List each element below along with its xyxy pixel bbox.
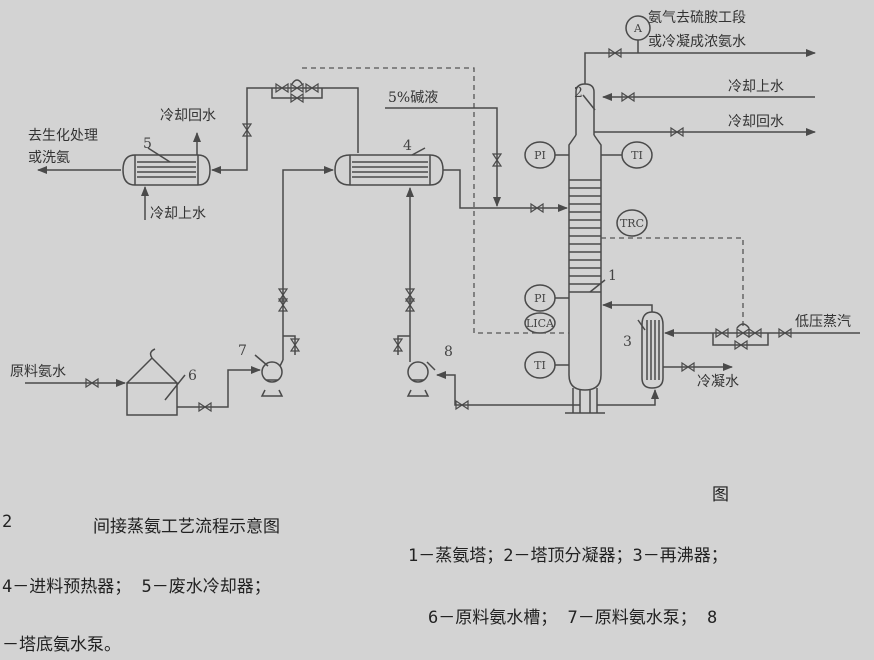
bio-label-1: 去生化处理 <box>28 128 98 144</box>
equipment-number-8: 8 <box>444 344 453 360</box>
equipment-number-6: 6 <box>188 368 197 384</box>
equipment-number-7: 7 <box>238 343 247 359</box>
equipment-number-4: 4 <box>403 138 412 154</box>
legend-line-1: 1－蒸氨塔；2－塔顶分凝器；3－再沸器； <box>408 546 728 566</box>
cooling-return-left-label: 冷却回水 <box>160 108 216 124</box>
figure-number: 2 <box>2 512 13 532</box>
alkali-label: 5%碱液 <box>388 90 438 106</box>
legend-line-3: 6－原料氨水槽； 7－原料氨水泵； 8 <box>428 608 718 628</box>
steam-label: 低压蒸汽 <box>795 314 851 330</box>
lica: LICA <box>526 317 555 330</box>
process-flow-diagram: 氨气去硫胺工段 或冷凝成浓氨水 冷却上水 冷却回水 5%碱液 冷却回水 去生化处… <box>10 10 860 416</box>
stripping-column <box>565 83 605 414</box>
condensate-label: 冷凝水 <box>697 374 739 390</box>
equipment-number-2: 2 <box>574 85 583 101</box>
raw-ammonia-tank-6 <box>126 348 178 416</box>
figure-title: 间接蒸氨工艺流程示意图 <box>93 517 280 537</box>
ti-top: TI <box>631 149 643 162</box>
feed-preheater-4 <box>334 154 444 186</box>
equipment-number-1: 1 <box>608 268 617 284</box>
legend-line-4: －塔底氨水泵。 <box>2 635 121 655</box>
trc: TRC <box>620 217 644 230</box>
cooling-return-top-label: 冷却回水 <box>728 114 784 130</box>
cooling-in-left-label: 冷却上水 <box>150 206 206 222</box>
pump-7 <box>260 359 284 397</box>
ammonia-out-label-1: 氨气去硫胺工段 <box>648 10 746 26</box>
equipment-number-3: 3 <box>623 334 632 350</box>
cooling-in-top-label: 冷却上水 <box>728 79 784 95</box>
wastewater-cooler-5 <box>122 154 211 186</box>
analyzer-a: A <box>633 22 643 35</box>
pi-top: PI <box>534 149 546 162</box>
ammonia-out-label-2: 或冷凝成浓氨水 <box>648 34 746 50</box>
figure-word: 图 <box>712 485 729 505</box>
legend-line-2: 4－进料预热器； 5－废水冷却器； <box>2 577 271 597</box>
bio-label-2: 或洗氨 <box>28 150 70 166</box>
equipment-number-5: 5 <box>143 136 152 152</box>
ti-bottom: TI <box>534 359 546 372</box>
raw-feed-label: 原料氨水 <box>10 364 66 380</box>
pump-8 <box>406 361 430 397</box>
pi-bottom: PI <box>534 292 546 305</box>
